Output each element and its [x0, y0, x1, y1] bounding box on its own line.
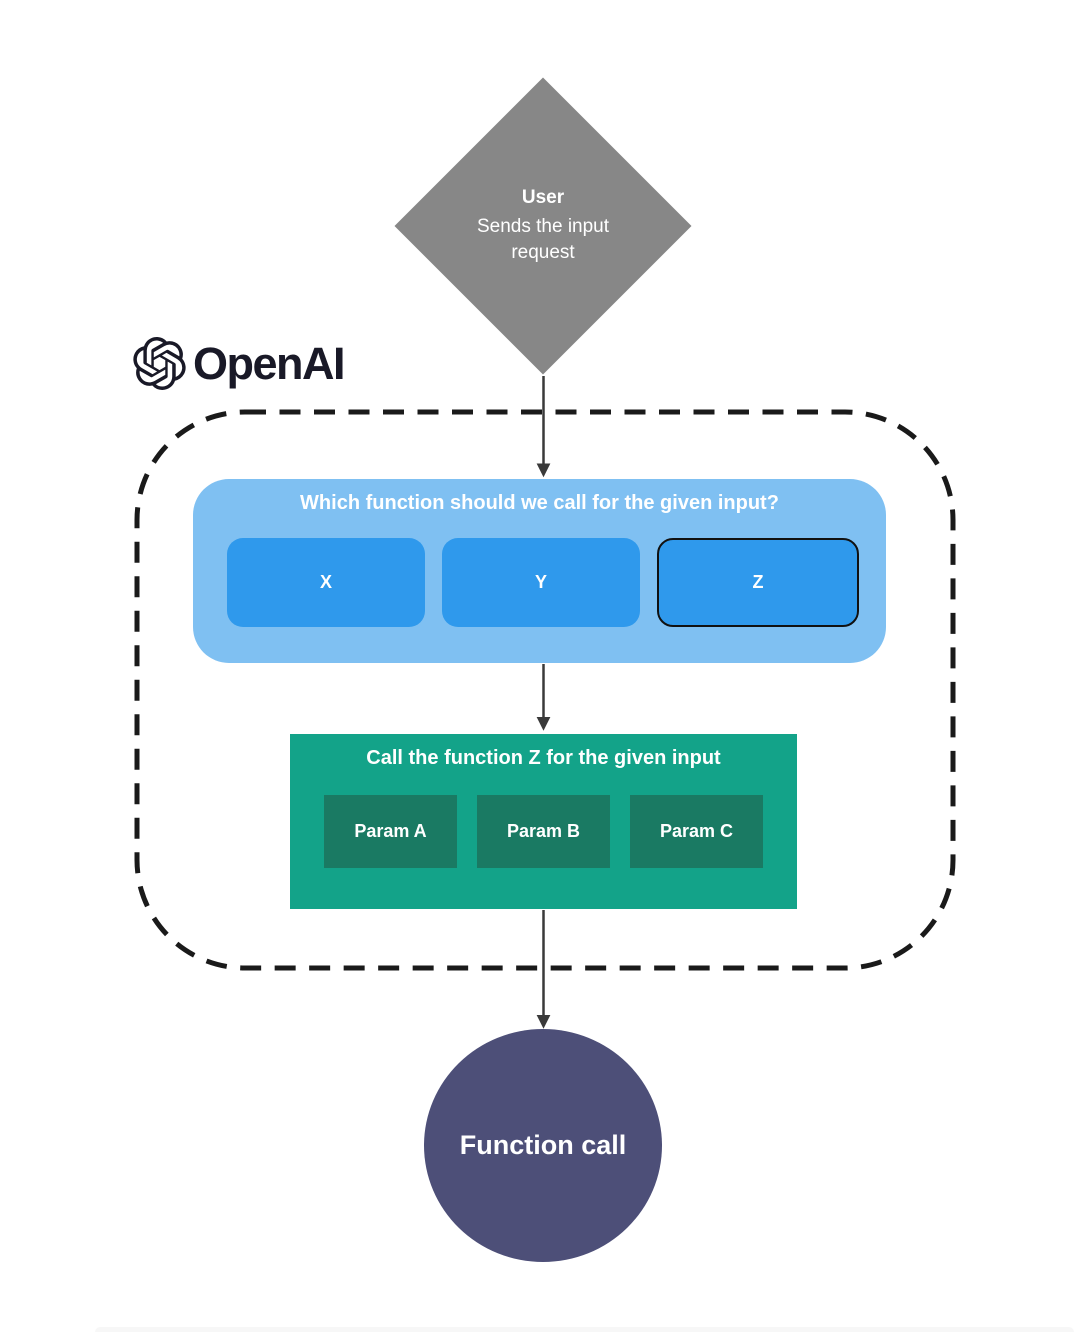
function-option-x: X [227, 538, 425, 627]
param-c-box: Param C [630, 795, 763, 868]
function-call-box: Call the function Z for the given input … [290, 734, 797, 909]
params-row: Param A Param B Param C [324, 795, 763, 868]
diamond-text: User Sends the input request [438, 121, 648, 331]
function-selector-box: Which function should we call for the gi… [193, 479, 886, 663]
param-b-box: Param B [477, 795, 610, 868]
function-option-z-selected: Z [657, 538, 859, 627]
param-a-box: Param A [324, 795, 457, 868]
user-subtitle: Sends the input request [476, 215, 610, 263]
bottom-edge-strip [95, 1327, 1074, 1332]
function-option-y: Y [442, 538, 640, 627]
openai-logo-icon [133, 337, 186, 390]
function-options-row: X Y Z [227, 538, 859, 627]
function-call-label: Function call [459, 1130, 627, 1160]
openai-logo: OpenAI [133, 337, 346, 390]
call-box-title: Call the function Z for the given input [366, 747, 721, 769]
user-title: User [521, 186, 565, 208]
openai-logo-text: OpenAI [193, 337, 346, 389]
selector-title: Which function should we call for the gi… [300, 492, 779, 514]
user-diamond-node: User Sends the input request [394, 77, 692, 375]
function-call-result-circle: Function call [424, 1029, 662, 1262]
